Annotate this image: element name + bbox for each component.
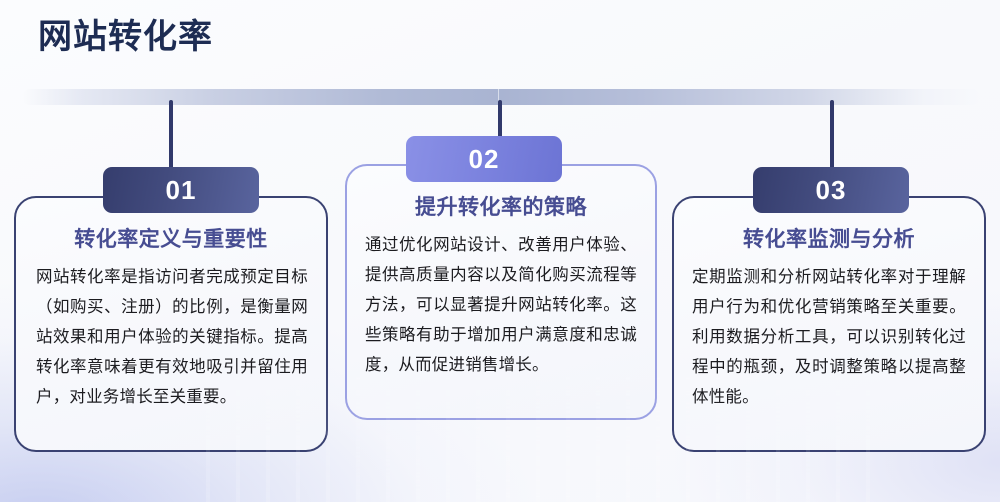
timeline-rail-seam xyxy=(498,89,499,105)
connector-stem-2 xyxy=(498,100,502,140)
card-heading-2: 提升转化率的策略 xyxy=(415,196,587,219)
connector-stem-1 xyxy=(169,100,173,170)
step-badge-1: 01 xyxy=(103,167,259,213)
step-badge-3: 03 xyxy=(753,167,909,213)
info-card-2[interactable] xyxy=(345,164,657,420)
step-badge-2: 02 xyxy=(406,136,562,182)
page-title: 网站转化率 xyxy=(38,18,213,56)
card-body-1: 网站转化率是指访问者完成预定目标（如购买、注册）的比例，是衡量网站效果和用户体验… xyxy=(36,268,308,406)
timeline-rail xyxy=(22,89,980,105)
card-heading-1: 转化率定义与重要性 xyxy=(74,228,268,251)
card-body-2: 通过优化网站设计、改善用户体验、提供高质量内容以及简化购买流程等方法，可以显著提… xyxy=(365,236,637,374)
card-body-3: 定期监测和分析网站转化率对于理解用户行为和优化营销策略至关重要。利用数据分析工具… xyxy=(692,268,966,406)
connector-stem-3 xyxy=(830,100,834,170)
card-heading-3: 转化率监测与分析 xyxy=(743,228,915,251)
